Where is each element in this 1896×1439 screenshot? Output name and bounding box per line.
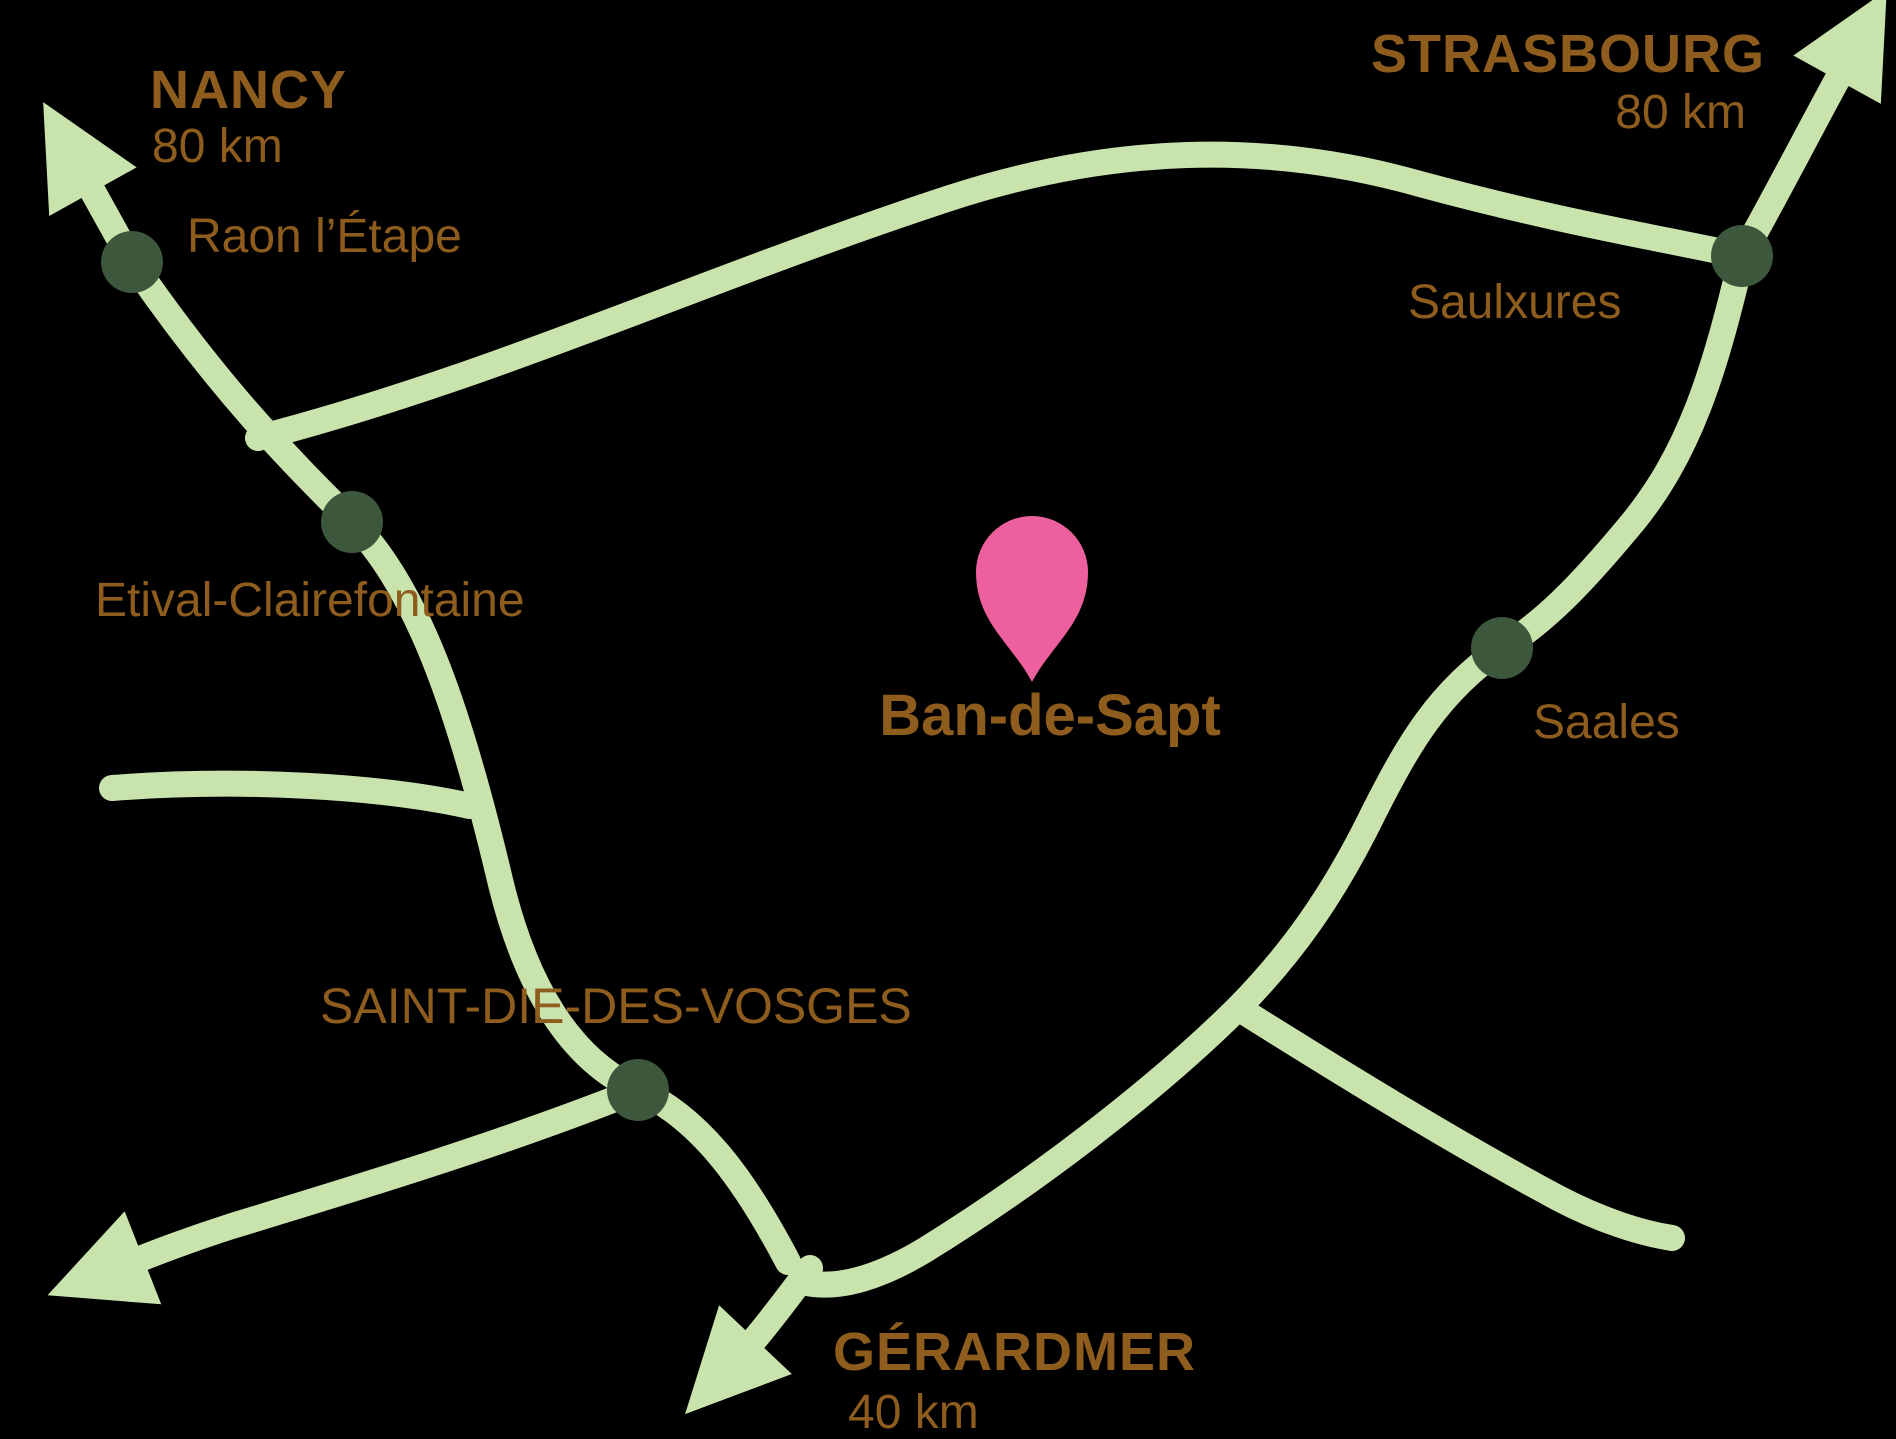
label-saint-die-des-vosges: SAINT-DIE-DES-VOSGES bbox=[320, 978, 912, 1034]
road-top-sweep bbox=[245, 141, 1755, 451]
road-to-strasbourg bbox=[1729, 0, 1887, 269]
label-nancy: NANCY bbox=[150, 60, 348, 120]
label-gerardmer: GÉRARDMER bbox=[833, 1322, 1197, 1382]
road-west-stub bbox=[99, 770, 483, 819]
road-nancy-saint-die bbox=[119, 249, 801, 1275]
town-dot-saulxures bbox=[1711, 225, 1773, 287]
road-southeast-branch bbox=[1225, 995, 1685, 1251]
road-saulxures-saales-south bbox=[789, 243, 1755, 1298]
town-dot-raon-l-etape bbox=[101, 231, 163, 293]
location-pin-icon bbox=[976, 516, 1088, 682]
label-saulxures: Saulxures bbox=[1408, 276, 1622, 329]
label-saales: Saales bbox=[1533, 696, 1680, 749]
town-dot-etival-clairefontaine bbox=[321, 491, 383, 553]
road-to-gerardmer bbox=[685, 1255, 823, 1415]
label-raon-l-etape: Raon l’Étape bbox=[187, 210, 462, 263]
label-strasbourg-distance: 80 km bbox=[1615, 86, 1746, 139]
label-gerardmer-distance: 40 km bbox=[848, 1386, 979, 1439]
road-saint-die-southwest bbox=[47, 1077, 651, 1305]
label-etival-clairefontaine: Etival-Clairefontaine bbox=[95, 574, 525, 627]
label-nancy-distance: 80 km bbox=[152, 120, 283, 173]
town-dot-saales bbox=[1471, 617, 1533, 679]
label-ban-de-sapt: Ban-de-Sapt bbox=[879, 683, 1221, 748]
label-strasbourg: STRASBOURG bbox=[1370, 24, 1765, 84]
town-dot-saint-die bbox=[607, 1059, 669, 1121]
